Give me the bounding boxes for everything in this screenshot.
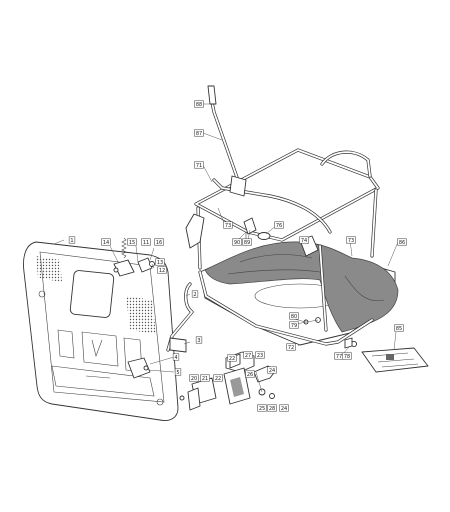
callout-c13: 13 (155, 258, 165, 266)
callout-text: 24 (281, 406, 287, 412)
callout-c24b: 24 (279, 404, 289, 412)
callout-text: 72 (288, 345, 294, 351)
callout-c86: 86 (397, 238, 407, 246)
callout-c89: 89 (242, 238, 252, 246)
callout-c88: 88 (194, 100, 204, 108)
callout-c27: 27 (243, 351, 253, 359)
callout-c15: 15 (127, 238, 137, 246)
callout-c3: 3 (195, 336, 203, 344)
callout-text: 13 (157, 260, 163, 266)
spring-assembly (113, 237, 155, 277)
callout-text: 20 (191, 376, 197, 382)
callout-c14: 14 (101, 238, 111, 246)
callout-c90: 90 (232, 238, 242, 246)
callout-c73a: 73 (223, 221, 233, 229)
rear-panel (23, 241, 179, 421)
callout-c22: 22 (227, 354, 237, 362)
lever-grip (207, 85, 217, 105)
callout-c12: 12 (157, 266, 167, 274)
side-bracket (185, 213, 205, 249)
callout-text: 4 (174, 355, 177, 361)
callout-c24: 24 (267, 366, 277, 374)
callout-text: 23 (257, 353, 263, 359)
vent-right (126, 296, 156, 334)
callout-c16: 16 (154, 238, 164, 246)
callout-text: 22 (215, 376, 221, 382)
hook-rod (166, 282, 194, 353)
fasteners-77-78 (303, 317, 358, 349)
callout-text: 3 (197, 338, 200, 344)
callout-c21: 21 (200, 374, 210, 382)
callout-text: 71 (196, 163, 202, 169)
callout-c20: 20 (189, 374, 199, 382)
catcher-frame (185, 148, 399, 346)
callout-text: 22 (229, 356, 235, 362)
callout-c25: 25 (257, 404, 267, 412)
latch-block (127, 357, 151, 379)
callout-c23: 23 (255, 351, 265, 359)
callout-c80: 80 (289, 312, 299, 320)
callout-text: 1 (70, 238, 73, 244)
callout-c4: 4 (172, 353, 180, 361)
callout-c22b: 22 (213, 374, 223, 382)
bag-label-85 (361, 347, 429, 373)
dump-lever (207, 85, 247, 197)
callout-text: 80 (291, 314, 297, 320)
callout-text: 78 (344, 354, 350, 360)
callout-text: 24 (269, 368, 275, 374)
callout-text: 89 (244, 240, 250, 246)
callout-c72: 72 (286, 343, 296, 351)
leader-lines (53, 103, 399, 393)
callout-text: 74 (301, 238, 307, 244)
callout-c76: 76 (274, 221, 284, 229)
callout-text: 27 (245, 353, 251, 359)
callout-text: 12 (159, 268, 165, 274)
callout-c28: 28 (267, 404, 277, 412)
latch-parts (243, 217, 271, 240)
callout-c1: 1 (68, 236, 76, 244)
callout-text: 85 (396, 326, 402, 332)
callout-c74: 74 (299, 236, 309, 244)
callout-c5: 5 (174, 368, 182, 376)
callout-text: 28 (269, 406, 275, 412)
callout-c2: 2 (191, 290, 199, 298)
panel-opening (69, 270, 115, 318)
callout-text: 87 (196, 131, 202, 137)
callout-text: 90 (234, 240, 240, 246)
callout-text: 77 (336, 354, 342, 360)
callout-c85: 85 (394, 324, 404, 332)
callout-text: 5 (176, 370, 179, 376)
callout-c87: 87 (194, 129, 204, 137)
callout-text: 26 (247, 372, 253, 378)
callout-c78: 78 (342, 352, 352, 360)
callout-text: 16 (156, 240, 162, 246)
callout-c79: 79 (289, 321, 299, 329)
callout-text: 25 (259, 406, 265, 412)
callout-text: 21 (202, 376, 208, 382)
callout-text: 11 (143, 240, 149, 246)
callout-c11: 11 (141, 238, 151, 246)
callout-c77: 77 (334, 352, 344, 360)
callout-c26: 26 (245, 370, 255, 378)
callout-text: 2 (193, 292, 196, 298)
lever-pivot (229, 175, 247, 197)
callout-text: 88 (196, 102, 202, 108)
callout-text: 15 (129, 240, 135, 246)
callout-text: 76 (276, 223, 282, 229)
callout-text: 79 (291, 323, 297, 329)
callout-text: 73 (225, 223, 231, 229)
vent-left (36, 256, 62, 282)
callout-text: 86 (399, 240, 405, 246)
callout-c71: 71 (194, 161, 204, 169)
callout-c73b: 73 (346, 236, 356, 244)
callout-text: 73 (348, 238, 354, 244)
callout-text: 14 (103, 240, 109, 246)
